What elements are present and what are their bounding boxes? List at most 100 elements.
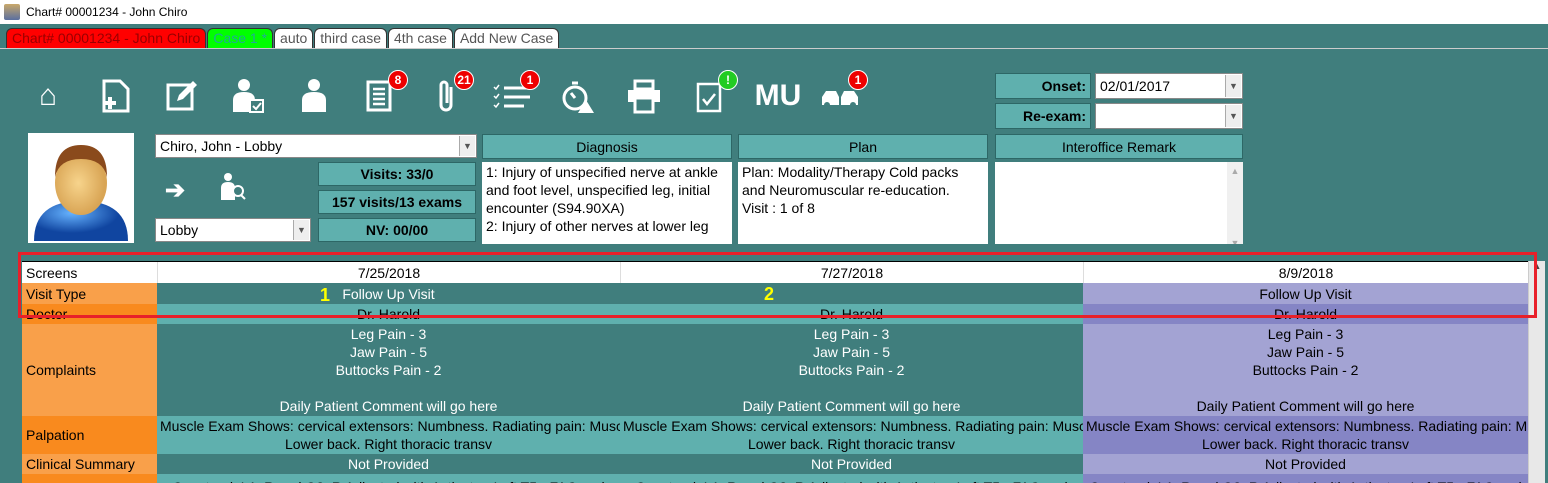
attachment-icon[interactable]: 21 bbox=[426, 70, 474, 116]
palpation-line: Muscle Exam Shows: cervical extensors: N… bbox=[1086, 418, 1528, 434]
chevron-down-icon[interactable]: ▼ bbox=[1225, 75, 1241, 97]
doctor-cell[interactable]: Dr. Harold bbox=[157, 304, 620, 324]
adjustment-label bbox=[22, 474, 157, 483]
tab-4th-case[interactable]: 4th case bbox=[388, 28, 453, 49]
patient-check-icon[interactable] bbox=[228, 76, 268, 116]
date-column-3[interactable]: 8/9/2018 bbox=[1083, 262, 1528, 283]
doctor-row: Doctor Dr. Harold Dr. Harold Dr. Harold bbox=[22, 304, 1528, 324]
clinical-summary-label: Clinical Summary bbox=[22, 454, 157, 474]
nv-count: NV: 00/00 bbox=[318, 218, 476, 242]
doctor-label: Doctor bbox=[22, 304, 157, 324]
tab-third-case[interactable]: third case bbox=[314, 28, 387, 49]
notes-icon[interactable]: 8 bbox=[360, 70, 408, 116]
chevron-down-icon[interactable]: ▼ bbox=[293, 220, 309, 240]
date-column-2[interactable]: 7/27/2018 bbox=[620, 262, 1083, 283]
visit-type-cell[interactable]: Follow Up Visit bbox=[157, 283, 620, 304]
arrow-right-icon[interactable]: ➔ bbox=[165, 177, 186, 204]
complaint-line: Buttocks Pain - 2 bbox=[798, 362, 905, 378]
highlight-box bbox=[18, 252, 1537, 318]
car-accident-icon[interactable]: 1 bbox=[820, 70, 868, 116]
palpation-label: Palpation bbox=[22, 416, 157, 454]
plan-header: Plan bbox=[738, 134, 988, 159]
tab-case-1[interactable]: Case 1 * bbox=[207, 28, 274, 49]
visit-type-cell[interactable] bbox=[620, 283, 1083, 304]
plan-text[interactable]: Plan: Modality/Therapy Cold packs and Ne… bbox=[738, 162, 988, 244]
visits-count: Visits: 33/0 bbox=[318, 162, 476, 186]
title-bar: Chart# 00001234 - John Chiro bbox=[0, 0, 1548, 24]
complaint-line: Buttocks Pain - 2 bbox=[1252, 362, 1359, 378]
visit-type-row: Visit Type Follow Up Visit Follow Up Vis… bbox=[22, 283, 1528, 304]
onset-value: 02/01/2017 bbox=[1100, 78, 1171, 94]
chevron-down-icon[interactable]: ▼ bbox=[1225, 105, 1241, 127]
clinical-summary-cell[interactable]: Not Provided bbox=[157, 454, 620, 474]
mu-button[interactable]: MU bbox=[754, 79, 802, 112]
palpation-cell[interactable]: Muscle Exam Shows: cervical extensors: N… bbox=[157, 416, 620, 454]
window-title: Chart# 00001234 - John Chiro bbox=[26, 5, 188, 19]
remark-textarea[interactable]: ▲▼ bbox=[995, 162, 1243, 244]
edit-icon[interactable] bbox=[162, 76, 202, 116]
screens-header: Screens bbox=[26, 264, 78, 281]
patient-select-value: Chiro, John - Lobby bbox=[160, 138, 283, 154]
complaint-line: Jaw Pain - 5 bbox=[349, 344, 428, 360]
checklist-badge: ! bbox=[718, 70, 738, 90]
reexam-label: Re-exam: bbox=[995, 103, 1091, 129]
stopwatch-warning-icon[interactable] bbox=[558, 76, 598, 116]
clinical-summary-row: Clinical Summary Not Provided Not Provid… bbox=[22, 454, 1528, 474]
new-document-icon[interactable] bbox=[96, 76, 136, 116]
patient-select[interactable]: Chiro, John - Lobby ▼ bbox=[155, 134, 477, 158]
date-column-1[interactable]: 7/25/2018 bbox=[157, 262, 620, 283]
adjustment-cell[interactable]: Conatead: L1: R and O2: R Adjusted with … bbox=[620, 474, 1083, 483]
clinical-summary-cell[interactable]: Not Provided bbox=[620, 454, 1083, 474]
complaint-line: Jaw Pain - 5 bbox=[1266, 344, 1345, 360]
doctor-cell[interactable]: Dr. Harold bbox=[1083, 304, 1528, 324]
chevron-down-icon[interactable]: ▼ bbox=[459, 136, 475, 156]
visits-exams-count: 157 visits/13 exams bbox=[318, 190, 476, 214]
visit-type-label: Visit Type bbox=[22, 283, 157, 304]
task-list-badge: 1 bbox=[520, 70, 540, 90]
remark-header: Interoffice Remark bbox=[995, 134, 1243, 159]
onset-date-picker[interactable]: 02/01/2017 ▼ bbox=[1095, 73, 1243, 99]
print-icon[interactable] bbox=[624, 76, 664, 116]
patient-icon[interactable] bbox=[294, 76, 334, 116]
tab-divider bbox=[0, 48, 1548, 49]
tab-auto[interactable]: auto bbox=[274, 28, 314, 49]
onset-label: Onset: bbox=[995, 73, 1091, 99]
tab-add-new-case[interactable]: Add New Case bbox=[453, 28, 560, 49]
palpation-row: Palpation Muscle Exam Shows: cervical ex… bbox=[22, 416, 1528, 454]
adjustment-cell[interactable]: Conatead: L1: R and O2: R Adjusted with … bbox=[1083, 474, 1528, 483]
task-list-icon[interactable]: 1 bbox=[492, 70, 540, 116]
tab-chart[interactable]: Chart# 00001234 - John Chiro bbox=[6, 28, 207, 49]
location-select[interactable]: Lobby ▼ bbox=[155, 218, 311, 242]
location-value: Lobby bbox=[160, 222, 199, 238]
patient-comment: Daily Patient Comment will go here bbox=[1196, 398, 1415, 414]
remark-scrollbar[interactable]: ▲▼ bbox=[1227, 162, 1243, 244]
car-accident-badge: 1 bbox=[848, 70, 868, 90]
palpation-line: Muscle Exam Shows: cervical extensors: N… bbox=[623, 418, 1083, 434]
visit-type-cell[interactable]: Follow Up Visit bbox=[1083, 283, 1528, 304]
complaint-line: Jaw Pain - 5 bbox=[812, 344, 891, 360]
checklist-icon[interactable]: ! bbox=[690, 70, 738, 116]
patient-search-icon[interactable] bbox=[218, 172, 248, 205]
home-icon[interactable]: ⌂ bbox=[38, 79, 58, 112]
notes-badge: 8 bbox=[388, 70, 408, 90]
palpation-cell[interactable]: Muscle Exam Shows: cervical extensors: N… bbox=[620, 416, 1083, 454]
adjustment-cell[interactable]: Conatead: L1: R and O2: R Adjusted with … bbox=[157, 474, 620, 483]
adjustment-row: Conatead: L1: R and O2: R Adjusted with … bbox=[22, 474, 1528, 483]
annotation-1: 1 bbox=[320, 285, 331, 305]
doctor-cell[interactable]: Dr. Harold bbox=[620, 304, 1083, 324]
reexam-date-picker[interactable]: ▼ bbox=[1095, 103, 1243, 129]
app-icon bbox=[4, 4, 20, 20]
complaint-line: Leg Pain - 3 bbox=[350, 326, 427, 342]
clinical-summary-cell[interactable]: Not Provided bbox=[1083, 454, 1528, 474]
complaints-label: Complaints bbox=[22, 324, 157, 416]
visit-grid: Screens 7/25/2018 7/27/2018 8/9/2018 Vis… bbox=[22, 261, 1528, 483]
diagnosis-header: Diagnosis bbox=[482, 134, 732, 159]
patient-comment: Daily Patient Comment will go here bbox=[279, 398, 498, 414]
palpation-line: Lower back. Right thoracic transv bbox=[285, 436, 492, 452]
diagnosis-text[interactable]: 1: Injury of unspecified nerve at ankle … bbox=[482, 162, 732, 244]
palpation-cell[interactable]: Muscle Exam Shows: cervical extensors: N… bbox=[1083, 416, 1528, 454]
